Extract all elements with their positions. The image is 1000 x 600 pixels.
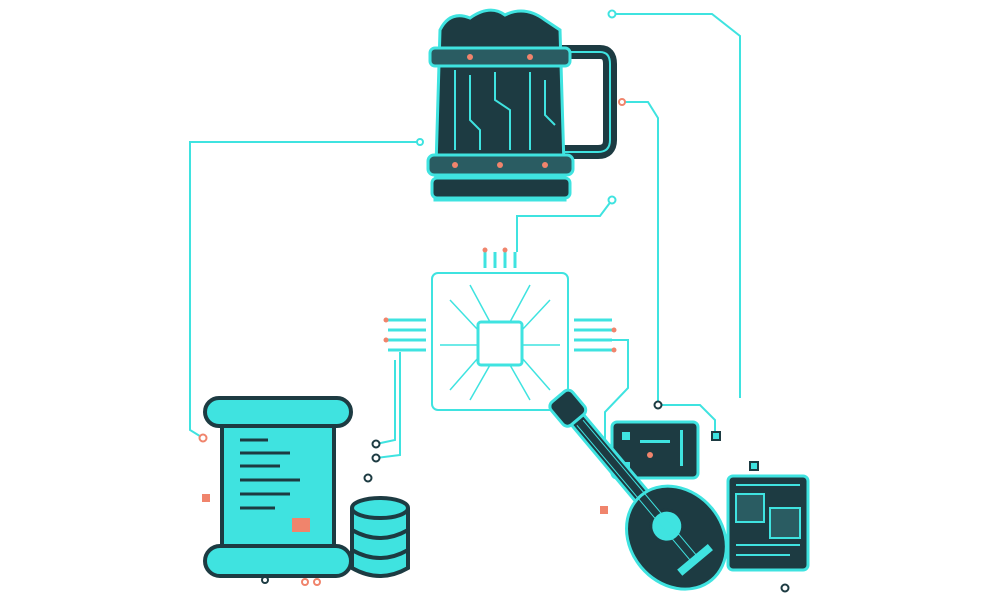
beer-mug-icon [426,8,617,202]
decorative-squares [202,431,759,514]
connector-lines [189,13,741,459]
code-window-icon [726,474,810,572]
decorative-nodes [198,9,790,593]
database-icon [350,496,410,578]
lute-icon [548,388,728,591]
scroll-document-icon [203,396,353,578]
microchip-icon [383,247,617,411]
